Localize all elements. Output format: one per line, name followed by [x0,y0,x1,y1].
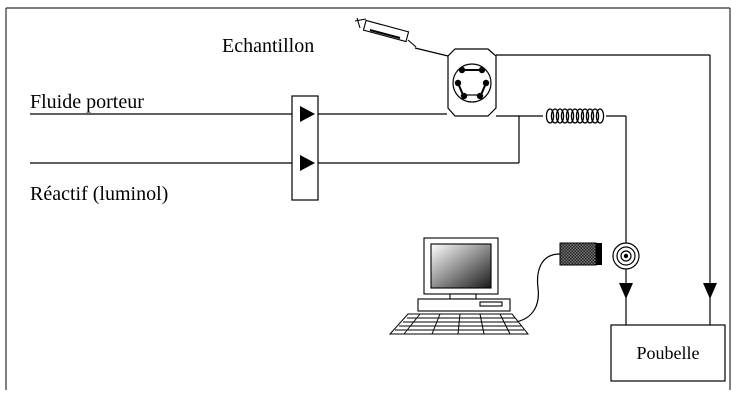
keyboard-icon [388,313,530,335]
arrow-down-icon [619,283,633,299]
flow-cell-icon [612,242,640,270]
sample-label: Echantillon [222,35,314,57]
pump-icon [291,95,319,201]
arrow-down-icon [703,283,717,299]
syringe-icon [354,17,417,48]
carrier-fluid-label: Fluide porteur [30,91,144,113]
flow-arrow-icons [619,283,717,299]
reagent-label: Réactif (luminol) [30,183,168,205]
computer-icon [417,237,511,312]
waste-bin: Poubelle [610,324,726,382]
injection-valve-icon [447,48,497,117]
photodetector-icon [559,242,602,266]
diagram-frame [5,7,731,390]
waste-label: Poubelle [637,343,700,363]
reaction-coil-icon [545,108,605,124]
